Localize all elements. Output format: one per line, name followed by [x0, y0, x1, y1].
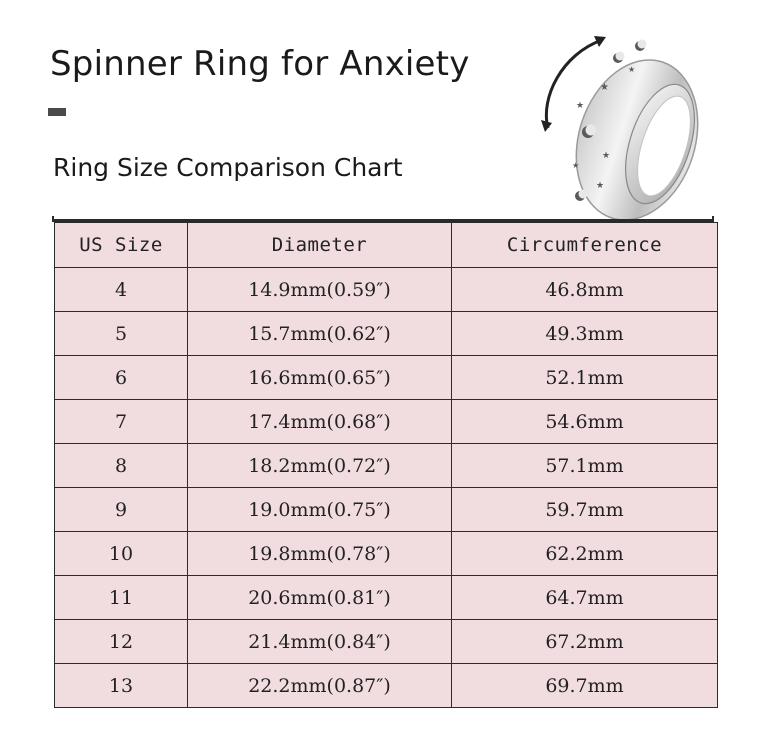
cell-us-size: 12 — [54, 619, 188, 664]
cell-diameter: 18.2mm(0.72″) — [187, 443, 452, 488]
cell-us-size: 5 — [54, 311, 188, 356]
cell-us-size: 9 — [54, 487, 188, 532]
spinner-ring-product-icon: ★ ★ ★ ★ ★ ★ — [541, 36, 699, 221]
table-header-row: US Size Diameter Circumference — [54, 222, 718, 268]
cell-us-size: 11 — [54, 575, 188, 620]
table-right-tick — [712, 216, 714, 222]
header-diameter: Diameter — [187, 222, 452, 268]
cell-circumference: 59.7mm — [451, 487, 718, 532]
header-us-size: US Size — [54, 222, 188, 268]
cell-us-size: 4 — [54, 267, 188, 312]
cell-diameter: 14.9mm(0.59″) — [187, 267, 452, 312]
svg-text:★: ★ — [602, 151, 610, 161]
cell-circumference: 57.1mm — [451, 443, 718, 488]
table-row: 9 19.0mm(0.75″) 59.7mm — [54, 487, 718, 532]
table-row: 4 14.9mm(0.59″) 46.8mm — [54, 267, 718, 312]
cell-us-size: 6 — [54, 355, 188, 400]
cell-us-size: 8 — [54, 443, 188, 488]
table-top-rule — [52, 219, 714, 222]
svg-text:★: ★ — [576, 101, 584, 111]
svg-text:★: ★ — [628, 65, 635, 74]
cell-us-size: 13 — [54, 663, 188, 708]
cell-circumference: 62.2mm — [451, 531, 718, 576]
cell-diameter: 15.7mm(0.62″) — [187, 311, 452, 356]
cell-diameter: 21.4mm(0.84″) — [187, 619, 452, 664]
table-left-tick — [52, 216, 54, 222]
cell-us-size: 7 — [54, 399, 188, 444]
cell-diameter: 22.2mm(0.87″) — [187, 663, 452, 708]
cell-circumference: 69.7mm — [451, 663, 718, 708]
table-row: 7 17.4mm(0.68″) 54.6mm — [54, 399, 718, 444]
table-row: 8 18.2mm(0.72″) 57.1mm — [54, 443, 718, 488]
cell-diameter: 20.6mm(0.81″) — [187, 575, 452, 620]
ring-size-table: US Size Diameter Circumference 4 14.9mm(… — [54, 222, 718, 708]
cell-us-size: 10 — [54, 531, 188, 576]
cell-circumference: 46.8mm — [451, 267, 718, 312]
page-title: Spinner Ring for Anxiety — [50, 44, 470, 84]
svg-text:★: ★ — [596, 181, 604, 191]
header-circumference: Circumference — [451, 222, 718, 268]
table-row: 12 21.4mm(0.84″) 67.2mm — [54, 619, 718, 664]
size-table-container: US Size Diameter Circumference 4 14.9mm(… — [54, 222, 718, 708]
svg-text:★: ★ — [600, 82, 609, 93]
table-row: 5 15.7mm(0.62″) 49.3mm — [54, 311, 718, 356]
cell-diameter: 16.6mm(0.65″) — [187, 355, 452, 400]
chart-subtitle: Ring Size Comparison Chart — [53, 153, 403, 182]
cell-circumference: 52.1mm — [451, 355, 718, 400]
cell-circumference: 67.2mm — [451, 619, 718, 664]
cell-circumference: 54.6mm — [451, 399, 718, 444]
cell-diameter: 17.4mm(0.68″) — [187, 399, 452, 444]
table-row: 11 20.6mm(0.81″) 64.7mm — [54, 575, 718, 620]
cell-diameter: 19.8mm(0.78″) — [187, 531, 452, 576]
cell-diameter: 19.0mm(0.75″) — [187, 487, 452, 532]
svg-text:★: ★ — [572, 161, 579, 170]
table-row: 10 19.8mm(0.78″) 62.2mm — [54, 531, 718, 576]
table-row: 13 22.2mm(0.87″) 69.7mm — [54, 663, 718, 708]
title-underline-dash — [48, 108, 66, 116]
cell-circumference: 64.7mm — [451, 575, 718, 620]
table-row: 6 16.6mm(0.65″) 52.1mm — [54, 355, 718, 400]
cell-circumference: 49.3mm — [451, 311, 718, 356]
